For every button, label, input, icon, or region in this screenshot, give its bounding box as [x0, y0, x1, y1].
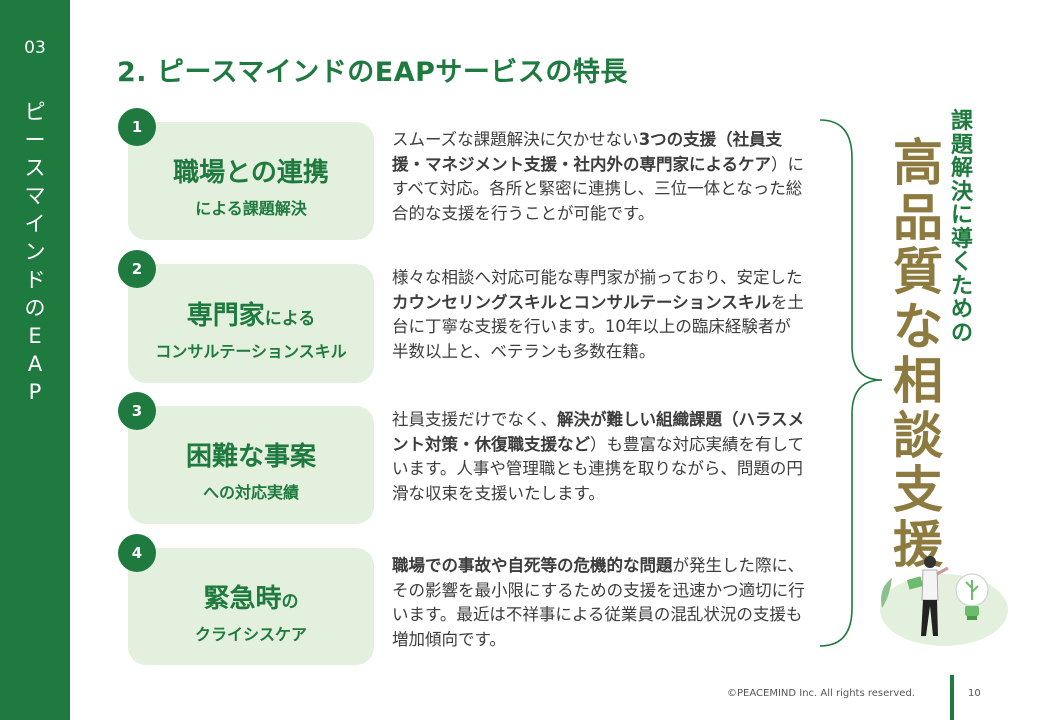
summary-heading: 高品質な相談支援	[893, 134, 943, 574]
card-subheading: への対応実績	[202, 483, 299, 502]
sidebar: 03 ピースマインドのEAP	[0, 0, 70, 720]
desc-text: を土台に丁寧な支援を行います。10年以上の臨床経験者が半数以上と、ベテランも多数…	[392, 292, 804, 361]
feature-description-1: スムーズな課題解決に欠かせない3つの支援（社員支援・マネジメント支援・社内外の専…	[392, 128, 806, 226]
card-heading: 困難な事案	[185, 442, 316, 472]
desc-text: ）も豊富な対応実績を有しています。人事や管理職とも連携を取りながら、問題の円滑な…	[392, 434, 805, 503]
card-heading-suffix: による	[264, 309, 316, 329]
footer-divider	[950, 675, 954, 720]
section-number: 03	[24, 38, 46, 58]
page-title: 2. ピースマインドのEAPサービスの特長	[117, 57, 628, 88]
card-subheading: クライシスケア	[194, 625, 307, 644]
card-heading: 職場との連携	[173, 158, 329, 188]
desc-emphasis: 職場での事故や自死等の危機的な問題	[392, 556, 673, 575]
feature-card-4: 4 緊急時の クライシスケア	[118, 534, 374, 665]
desc-text: が発生した際に、その影響を最小限にするための支援を迅速かつ適切に行います。最近は…	[392, 556, 805, 649]
card-heading-main: 緊急時	[203, 584, 282, 614]
feature-description-2: 様々な相談へ対応可能な専門家が揃っており、安定したカウンセリングスキルとコンサル…	[392, 266, 806, 364]
feature-description-4: 職場での事故や自死等の危機的な問題が発生した際に、その影響を最小限にするための支…	[392, 554, 806, 652]
desc-text: 様々な相談へ対応可能な専門家が揃っており、安定した	[392, 268, 803, 287]
card-heading-suffix: の	[281, 592, 299, 612]
desc-emphasis: カウンセリングスキルとコンサルテーションスキル	[392, 292, 771, 312]
card-subheading: による課題解決	[195, 199, 307, 218]
desc-text: ）にすべて対応。各所と緊密に連携し、三位一体となった総合的な支援を行うことが可能…	[392, 154, 805, 223]
card-subheading: コンサルテーションスキル	[155, 342, 347, 361]
number-badge: 4	[118, 534, 156, 572]
number-badge: 3	[118, 392, 156, 430]
card-heading: 専門家による	[128, 295, 374, 332]
curly-brace	[819, 119, 883, 647]
desc-text: スムーズな課題解決に欠かせない	[392, 130, 639, 149]
feature-card-3: 3 困難な事案 への対応実績	[118, 392, 374, 524]
feature-card-1: 1 職場との連携 による課題解決	[118, 108, 374, 240]
person-lightbulb-illustration	[880, 556, 1008, 646]
copyright: ©PEACEMIND Inc. All rights reserved.	[727, 688, 915, 699]
card-heading-main: 専門家	[186, 301, 265, 331]
desc-text: 社員支援だけでなく、	[392, 410, 557, 429]
summary-subheading: 課題解決に導くための	[950, 109, 973, 346]
feature-description-3: 社員支援だけでなく、解決が難しい組織課題（ハラスメント対策・休復職支援など）も豊…	[392, 408, 806, 506]
desc-emphasis: 3つの支援（社員支援・マネジメント支援・社内外の専門家によるケア	[392, 130, 783, 174]
desc-emphasis: 解決が難しい組織課題（ハラスメント対策・休復職支援など	[392, 410, 805, 454]
number-badge: 2	[118, 250, 156, 288]
number-badge: 1	[118, 108, 156, 146]
card-heading: 緊急時の	[128, 578, 374, 615]
section-title: ピースマインドのEAP	[24, 100, 46, 404]
feature-card-2: 2 専門家による コンサルテーションスキル	[118, 250, 374, 383]
page-number: 10	[968, 688, 981, 699]
